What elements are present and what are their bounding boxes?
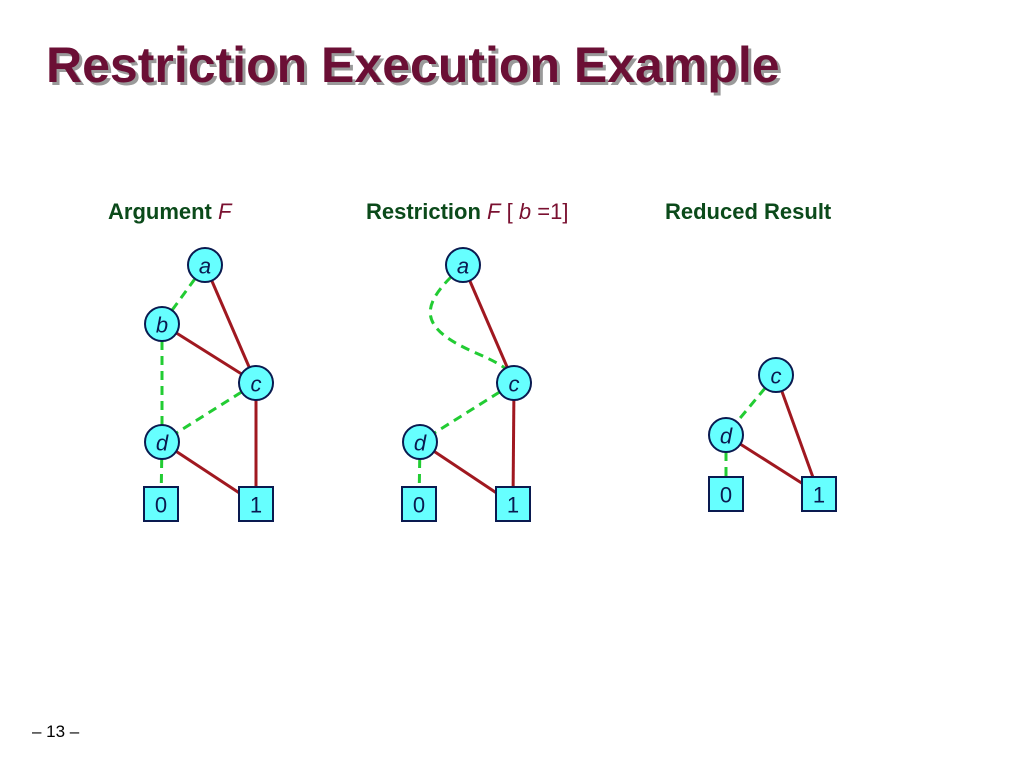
restriction-node-a-circle: [445, 247, 481, 283]
argument-node-b: b: [144, 306, 180, 342]
heading-restriction-label: Restriction: [366, 199, 487, 224]
reduced-node-d-label: d: [720, 424, 733, 449]
argument-node-b-label: b: [156, 313, 168, 338]
restriction-node-d-label: d: [414, 431, 427, 456]
restriction-terminal-0-box: [401, 486, 437, 522]
argument-node-c-circle: [238, 365, 274, 401]
graph-argument: a b c d 0 1: [143, 247, 274, 522]
argument-edge-a-c-hi: [210, 280, 251, 368]
argument-node-0-label: 0: [155, 493, 167, 518]
argument-node-1-label: 1: [250, 493, 262, 518]
restriction-node-a-label: a: [457, 254, 469, 279]
heading-restriction-restricted-var: b: [519, 199, 531, 224]
restriction-node-1: 1: [495, 486, 531, 522]
argument-node-0: 0: [143, 486, 179, 522]
restriction-node-a: a: [445, 247, 481, 283]
argument-node-b-circle: [144, 306, 180, 342]
reduced-node-d: d: [708, 417, 744, 453]
restriction-edge-c-1-hi: [511, 399, 516, 488]
argument-node-c-label: c: [251, 372, 262, 397]
graph-restriction: a c d 0 1: [401, 247, 532, 522]
heading-argument: Argument F: [108, 199, 233, 224]
argument-node-d: d: [144, 424, 180, 460]
reduced-node-1-label: 1: [813, 483, 825, 508]
argument-edge-d-1-hi: [175, 450, 240, 495]
argument-node-d-label: d: [156, 431, 169, 456]
reduced-node-0: 0: [708, 476, 744, 512]
reduced-node-c: c: [758, 357, 794, 393]
heading-restriction: Restriction F [ b =1]: [366, 199, 568, 224]
reduced-edge-c-d-lo: [735, 387, 767, 423]
argument-edge-a-b-lo: [170, 277, 197, 312]
restriction-node-d: d: [402, 424, 438, 460]
restriction-node-0-label: 0: [413, 493, 425, 518]
restriction-node-c-label: c: [509, 372, 520, 397]
reduced-node-0-label: 0: [720, 483, 732, 508]
argument-edge-b-c-hi: [175, 331, 243, 376]
heading-restriction-var: F: [487, 199, 502, 224]
argument-node-a-label: a: [199, 254, 211, 279]
page-number: – 13 –: [32, 722, 80, 741]
reduced-edge-d-1-hi: [739, 442, 803, 485]
reduced-terminal-0-box: [708, 476, 744, 512]
heading-restriction-assignment: =1]: [537, 199, 568, 224]
restriction-terminal-1-box: [495, 486, 531, 522]
reduced-node-c-circle: [758, 357, 794, 393]
slide-title: Restriction Execution Example: [46, 37, 780, 93]
restriction-node-c: c: [496, 365, 532, 401]
argument-node-a-circle: [187, 247, 223, 283]
restriction-node-c-circle: [496, 365, 532, 401]
reduced-node-1: 1: [801, 476, 837, 512]
reduced-terminal-1-box: [801, 476, 837, 512]
heading-reduced: Reduced Result: [665, 199, 832, 224]
argument-terminal-0-box: [143, 486, 179, 522]
argument-node-1: 1: [238, 486, 274, 522]
argument-node-a: a: [187, 247, 223, 283]
argument-node-d-circle: [144, 424, 180, 460]
restriction-edge-c-d-lo: [433, 390, 501, 435]
graph-reduced: c d 0 1: [708, 357, 837, 512]
restriction-node-0: 0: [401, 486, 437, 522]
argument-node-c: c: [238, 365, 274, 401]
heading-reduced-label: Reduced Result: [665, 199, 832, 224]
reduced-node-d-circle: [708, 417, 744, 453]
restriction-node-1-label: 1: [507, 493, 519, 518]
restriction-node-d-circle: [402, 424, 438, 460]
argument-edge-c-d-lo: [175, 390, 243, 435]
reduced-edge-c-1-hi: [780, 390, 815, 478]
restriction-edge-a-c-hi: [468, 280, 509, 368]
heading-argument-var: F: [218, 199, 233, 224]
argument-terminal-1-box: [238, 486, 274, 522]
heading-restriction-open-bracket: [: [507, 199, 513, 224]
reduced-node-c-label: c: [771, 364, 782, 389]
restriction-edge-d-1-hi: [433, 450, 497, 494]
heading-argument-label: Argument: [108, 199, 218, 224]
restriction-edge-a-c-lo: [428, 275, 508, 375]
